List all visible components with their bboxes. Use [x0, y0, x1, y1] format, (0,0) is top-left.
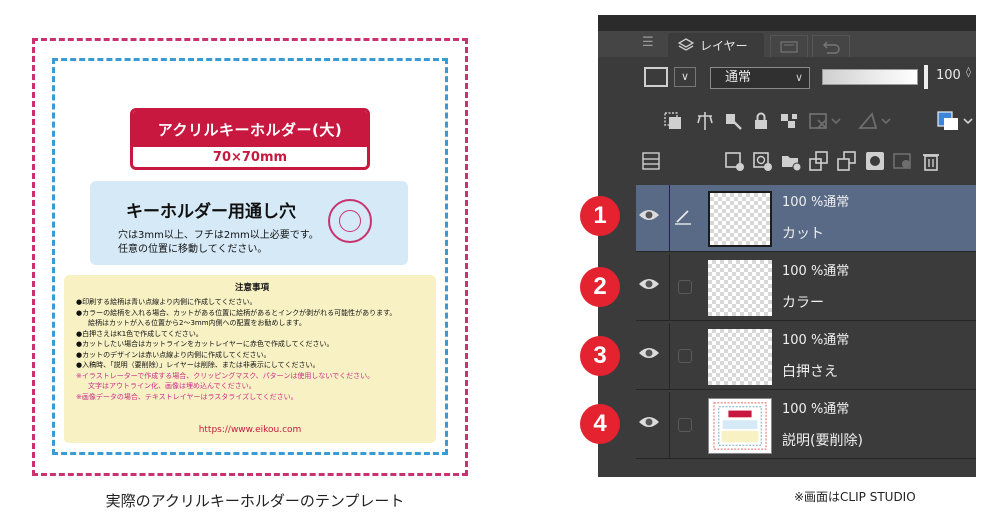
column-divider: [669, 392, 670, 459]
layer-thumbnail: [708, 260, 772, 316]
note-line: ●カラーの絵柄を入れる場合、カットがある位置に絵柄があるとインクが剥がれる可能性…: [76, 308, 397, 317]
trash-icon[interactable]: [920, 150, 942, 172]
new-vector-layer-icon[interactable]: [752, 150, 774, 172]
layer-thumbnail: [708, 191, 772, 247]
product-size: 70×70mm: [212, 149, 288, 165]
opacity-slider[interactable]: [822, 69, 918, 85]
product-title-box: アクリルキーホルダー(大) 70×70mm: [130, 108, 370, 170]
tab-layer[interactable]: レイヤー: [668, 33, 764, 57]
layer-name[interactable]: カット: [782, 226, 824, 242]
layer-opacity-mode: 100 %通常: [782, 195, 850, 210]
cut-line-outer: [32, 38, 468, 476]
opacity-value[interactable]: 100: [936, 68, 961, 83]
panel-tab-bar: ☰ レイヤー: [598, 31, 976, 57]
badge-3: 3: [580, 336, 620, 376]
notes-box: 注意事項 ●印刷する絵柄は青い点線より内側に作成してください。 ●カラーの絵柄を…: [64, 275, 436, 443]
tab-property[interactable]: [770, 35, 808, 57]
layer-opacity-mode: 100 %通常: [782, 333, 850, 348]
layer-select-checkbox[interactable]: [678, 349, 692, 363]
keyhole-ring-icon: [328, 199, 372, 243]
column-divider: [669, 254, 670, 321]
transfer-to-lower-icon[interactable]: [808, 150, 830, 172]
blend-mode-select[interactable]: 通常 ∨: [710, 67, 810, 89]
opacity-slider-handle[interactable]: [924, 65, 928, 89]
layer-select-checkbox[interactable]: [678, 418, 692, 432]
note-line: ●印刷する絵柄は青い点線より内側に作成してください。: [76, 298, 257, 306]
reference-layer-icon[interactable]: [694, 110, 716, 132]
eye-icon[interactable]: [638, 276, 660, 292]
blend-mode-value: 通常: [725, 70, 752, 85]
layer-color-icon[interactable]: [936, 110, 976, 132]
ruler-toggle-icon[interactable]: [858, 110, 892, 132]
layer-select-checkbox[interactable]: [678, 280, 692, 294]
layer-toolbar-2: [598, 143, 976, 179]
keyhole-line: 任意の位置に移動してください。: [118, 244, 268, 255]
panel-title-band: [598, 15, 976, 31]
note-line-warning: 文字はアウトライン化、画像は埋め込んでください。: [88, 382, 256, 390]
hamburger-menu-icon[interactable]: ☰: [642, 35, 654, 50]
layer-color-swatch[interactable]: [644, 67, 668, 87]
lock-icon[interactable]: [750, 110, 772, 132]
layer-opacity-mode: 100 %通常: [782, 264, 850, 279]
site-url: https://www.eikou.com: [198, 425, 302, 435]
notes-heading: 注意事項: [234, 283, 269, 293]
lock-transparency-icon[interactable]: [778, 110, 800, 132]
layer-list: 100 %通常 カット 100 %通常 カラー 100 %通常 白押: [636, 185, 976, 465]
layer-panel: ☰ レイヤー ∨ 通常 ∨ 10: [598, 15, 976, 477]
undo-history-icon: [823, 41, 840, 54]
layer-row-white-base[interactable]: 100 %通常 白押さえ: [636, 323, 976, 390]
pen-edit-icon[interactable]: [674, 207, 692, 225]
eye-icon[interactable]: [638, 207, 660, 223]
note-line-warning: ※画像データの場合、テキストレイヤーはラスタライズしてください。: [76, 392, 298, 401]
note-line-warning: ※イラストレーターで作成する場合、クリッピングマスク、パターンは使用しないでくだ…: [76, 371, 375, 380]
keyhole-description: 穴は3mm以上、フチは2mm以上必要です。 任意の位置に移動してください。: [118, 229, 319, 257]
combine-layer-icon[interactable]: [836, 150, 858, 172]
eye-icon[interactable]: [638, 345, 660, 361]
new-folder-icon[interactable]: [780, 150, 802, 172]
note-line: ●白押さえはK1色で作成してください。: [76, 329, 203, 338]
layer-opacity-mode: 100 %通常: [782, 402, 850, 417]
keyhole-inner-ring-icon: [339, 210, 361, 232]
layer-name[interactable]: カラー: [782, 295, 824, 311]
chevron-down-icon: ∨: [794, 71, 803, 84]
mask-toggle-icon[interactable]: [808, 110, 842, 132]
property-icon: [780, 41, 798, 53]
layer-row-cut[interactable]: 100 %通常 カット: [636, 185, 976, 252]
blend-row: ∨ 通常 ∨ 100 ◊: [598, 57, 976, 97]
note-line: ●カットのデザインは赤い点線より内側に作成してください。: [76, 350, 271, 359]
layer-name[interactable]: 白押さえ: [782, 364, 838, 380]
chevron-down-icon[interactable]: ∨: [674, 67, 696, 87]
badge-2: 2: [580, 267, 620, 307]
layer-list-icon[interactable]: [640, 150, 662, 172]
layer-name[interactable]: 説明(要削除): [782, 433, 863, 449]
note-line: 絵柄はカットが入る位置から2〜3mm内側への配置をお勧めします。: [88, 319, 306, 327]
tab-history[interactable]: [812, 35, 850, 57]
layer-row-description[interactable]: 100 %通常 説明(要削除): [636, 392, 976, 459]
clipping-icon[interactable]: [662, 110, 684, 132]
layer-row-color[interactable]: 100 %通常 カラー: [636, 254, 976, 321]
layer-toolbar-1: [598, 103, 976, 139]
layer-thumbnail-preview: [708, 398, 772, 454]
draft-layer-icon[interactable]: [722, 110, 744, 132]
tab-layer-label: レイヤー: [700, 38, 748, 53]
note-line: ●入稿時、「説明（要削除）」レイヤーは削除、または非表示にしてください。: [76, 361, 320, 369]
right-caption: ※画面はCLIP STUDIO: [794, 490, 916, 504]
layer-thumbnail: [708, 329, 772, 385]
note-line: ●カットしたい場合はカットラインをカットレイヤーに赤色で作成してください。: [76, 340, 334, 348]
apply-mask-icon[interactable]: [892, 150, 914, 172]
keyhole-info-box: キーホルダー用通し穴 穴は3mm以上、フチは2mm以上必要です。 任意の位置に移…: [90, 181, 408, 265]
new-raster-layer-icon[interactable]: [724, 150, 746, 172]
column-divider: [669, 323, 670, 390]
product-title: アクリルキーホルダー(大): [133, 111, 367, 147]
keyhole-title: キーホルダー用通し穴: [126, 202, 296, 222]
column-divider: [669, 185, 670, 252]
left-caption: 実際のアクリルキーホルダーのテンプレート: [105, 492, 405, 510]
badge-4: 4: [580, 404, 620, 444]
layers-icon: [678, 38, 694, 51]
eye-icon[interactable]: [638, 414, 660, 430]
spin-icon[interactable]: ◊: [966, 67, 971, 78]
layer-mask-icon[interactable]: [864, 150, 886, 172]
badge-1: 1: [580, 196, 620, 236]
keyhole-line: 穴は3mm以上、フチは2mm以上必要です。: [118, 230, 319, 241]
